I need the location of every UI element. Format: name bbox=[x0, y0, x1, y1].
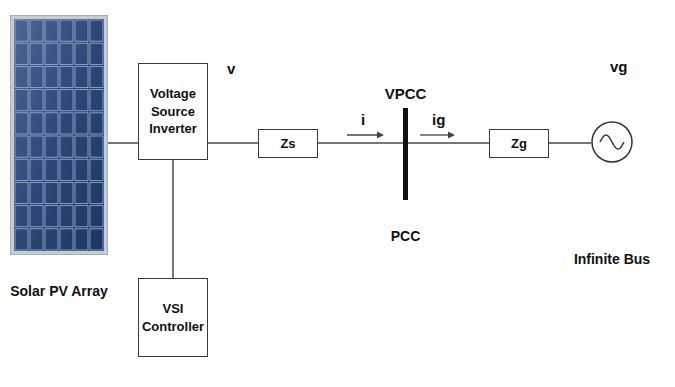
box-label: VSI Controller bbox=[142, 300, 204, 335]
impedance-box: Zg bbox=[489, 129, 549, 158]
wire bbox=[408, 142, 489, 144]
pv-array: Solar PV Array bbox=[10, 15, 108, 255]
wire bbox=[172, 160, 174, 278]
part-name: Solar PV Array bbox=[9, 279, 109, 303]
impedance-box: Zs bbox=[258, 129, 318, 158]
wire bbox=[549, 142, 591, 144]
voltage-label: VPCC bbox=[366, 82, 446, 106]
inverter-box: Voltage Source Inverter bbox=[138, 63, 208, 160]
wire bbox=[108, 142, 138, 144]
arrow-head bbox=[448, 132, 455, 139]
current-label: i bbox=[361, 111, 365, 128]
controller-box: VSI Controller bbox=[138, 278, 208, 357]
current-arrow bbox=[420, 134, 452, 135]
current-label: ig bbox=[432, 111, 445, 128]
voltage-label: v bbox=[227, 60, 235, 77]
box-label: Zg bbox=[511, 135, 527, 153]
wire bbox=[208, 142, 258, 144]
part-name: Infinite Bus bbox=[572, 247, 652, 271]
solar-panel-illustration bbox=[10, 15, 108, 255]
voltage-label: vg bbox=[610, 58, 628, 75]
pcc-bus: VPCCPCC bbox=[403, 108, 408, 200]
ac-source-symbol bbox=[591, 121, 633, 163]
box-label: Zs bbox=[280, 135, 295, 153]
arrow-head bbox=[377, 132, 384, 139]
bus-label: PCC bbox=[366, 224, 446, 248]
wire bbox=[318, 142, 403, 144]
current-arrow bbox=[347, 134, 381, 135]
infinite-bus-source: Infinite Bus bbox=[591, 121, 633, 163]
box-label: Voltage Source Inverter bbox=[142, 85, 204, 138]
